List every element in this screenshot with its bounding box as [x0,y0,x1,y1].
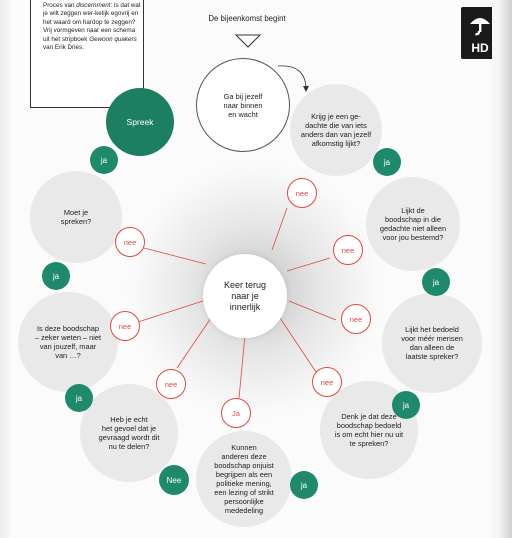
hd-label: HD [471,41,489,55]
start-label: De bijeenkomst begint [208,14,286,23]
yes-answer: ja [392,391,420,419]
info-box: Proces van discernment: is dat wat je wi… [30,0,144,108]
no-answer: nee [156,369,186,399]
no-answer: nee [287,178,317,208]
center-node: Keer terug naar je innerlijk [203,254,287,338]
umbrella-icon [470,18,490,36]
nee-arrow-8 [139,246,207,265]
start-triangle-icon [235,34,261,48]
nee-arrow-2 [286,257,331,272]
info-text-2: Vrij vormgeven naar een schema uit het s… [43,27,137,52]
start-arrow [277,65,307,89]
question-node: Krijg je een ge- dachte die van iets and… [290,84,382,176]
yes-answer-return: Ja [221,398,251,428]
yes-answer: ja [65,384,93,412]
no-answer: nee [110,311,140,341]
yes-answer: ja [42,262,70,290]
no-answer: nee [333,235,363,265]
nee-arrow-7 [137,299,207,323]
yes-answer: ja [90,146,118,174]
nee-arrow-6 [176,314,214,369]
hd-badge[interactable]: HD [461,7,492,59]
yes-answer: ja [290,471,318,499]
diagram-page: Proces van discernment: is dat wat je wi… [10,0,492,538]
nee-arrow-1 [271,207,288,251]
yes-answer: ja [422,268,450,296]
no-answer: nee [115,227,145,257]
nee-arrow-3 [288,300,337,321]
question-node: Lijkt het bedoeld voor méér mensen dan a… [382,293,482,393]
yes-answer: ja [373,148,401,176]
no-answer: nee [341,304,371,334]
nee-arrow-4 [279,317,317,373]
question-node: Heb je echt het gevoel dat je gevraagd w… [80,384,178,482]
start-node: Ga bij jezelf naar binnen en wacht [196,58,290,152]
start-arrowhead [303,86,309,92]
question-node: Kunnen anderen deze boodschap onjuist be… [196,431,292,527]
info-text-1: Proces van discernment: is dat wat je wi… [43,2,141,26]
no-answer: nee [312,367,342,397]
no-answer: Nee [159,465,189,495]
question-node: Lijkt de boodschap in die gedachte niet … [366,177,460,271]
question-node: Moet je spreken? [30,171,122,263]
question-node: Is deze boodschap – zeker weten – niet v… [18,292,118,392]
speak-node: Spreek [106,88,174,156]
